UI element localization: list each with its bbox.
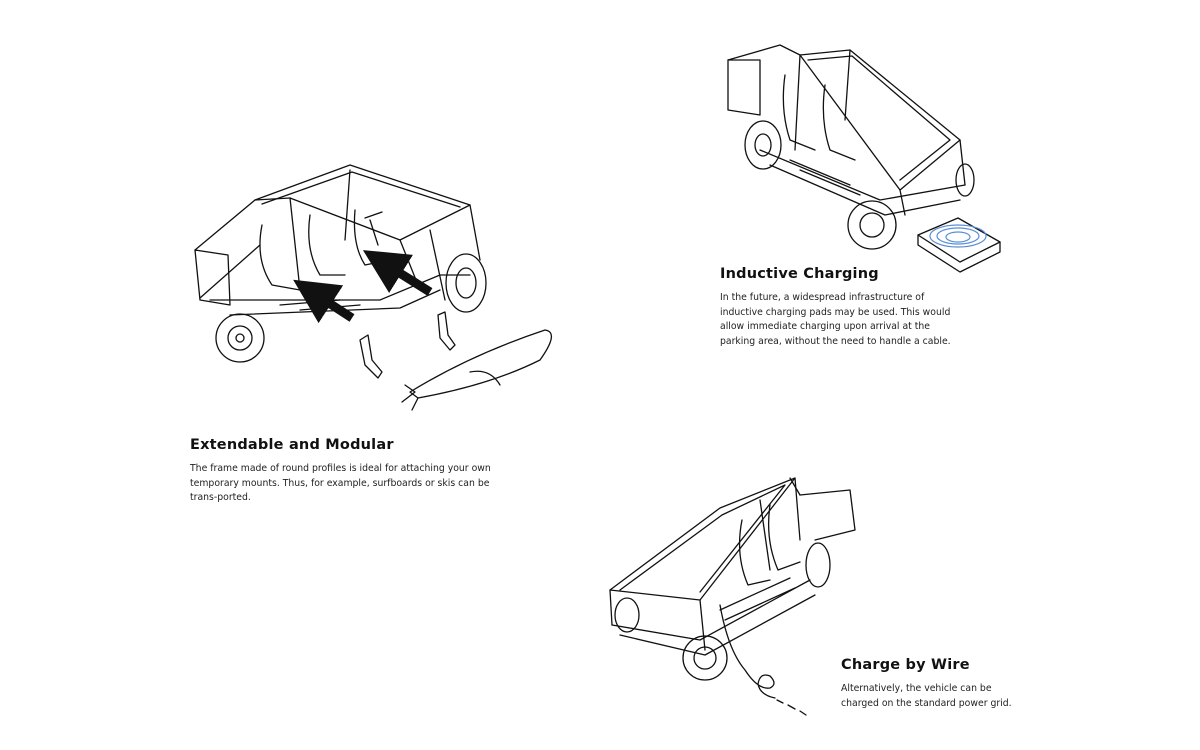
wire-vehicle-illustration [609, 477, 856, 681]
attach-arrows [293, 250, 433, 324]
extendable-modular-text: The frame made of round profiles is idea… [190, 463, 491, 503]
attach-arrow-front [362, 250, 433, 296]
charging-pad-ring [929, 224, 987, 248]
inductive-vehicle-illustration [727, 44, 1001, 273]
inductive-charging-heading: Inductive Charging [720, 266, 879, 282]
charge-by-wire-section: Charge by Wire Alternatively, the vehicl… [841, 657, 1021, 711]
modular-vehicle-illustration [194, 164, 552, 411]
inductive-charging-text: In the future, a widespread infrastructu… [720, 292, 951, 347]
extendable-modular-heading: Extendable and Modular [190, 437, 394, 453]
charging-cable [719, 604, 807, 716]
charge-by-wire-text: Alternatively, the vehicle can be charge… [841, 683, 1012, 709]
inductive-charging-section: Inductive Charging In the future, a wide… [720, 266, 965, 349]
extendable-modular-section: Extendable and Modular The frame made of… [190, 437, 500, 506]
charge-by-wire-heading: Charge by Wire [841, 657, 970, 673]
attach-arrow-rear [293, 279, 355, 324]
